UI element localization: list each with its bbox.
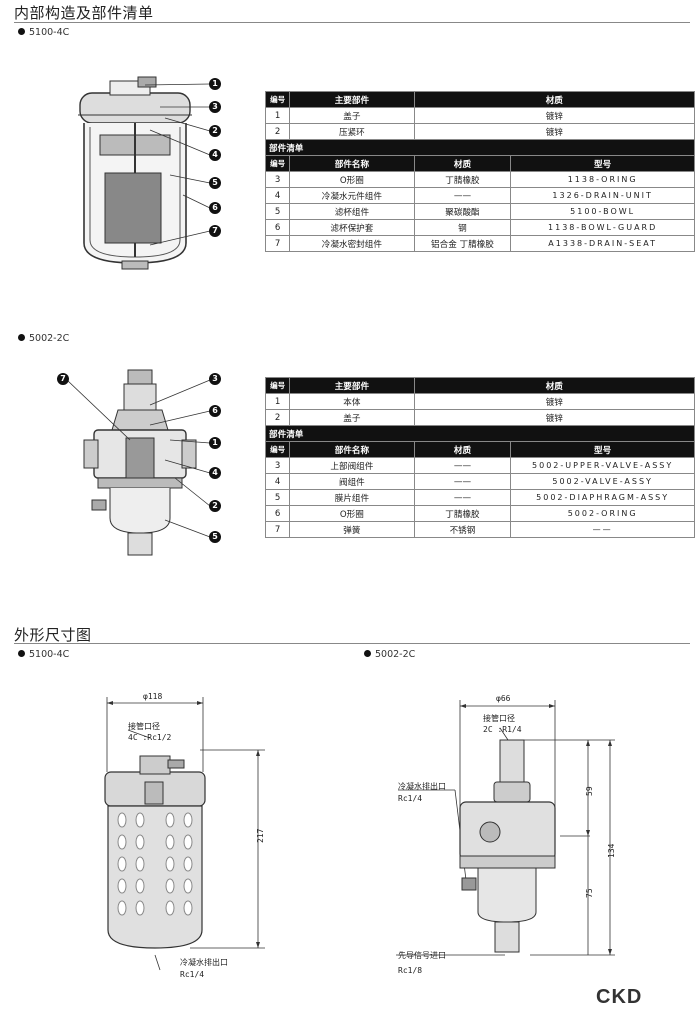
drain-value-a: Rc1/4 — [180, 970, 205, 979]
dim-diameter-a: φ118 — [143, 692, 163, 701]
callout-2: 2 — [209, 500, 221, 512]
port-value-b: 2C :R1/4 — [483, 725, 522, 734]
dim-height-total-b: 134 — [607, 843, 616, 858]
callout-5: 5 — [209, 177, 221, 189]
section-title-dimensions: 外形尺寸图 — [14, 626, 92, 644]
callout-leaders-a — [144, 83, 211, 246]
regulator-cross-section-drawing — [83, 369, 197, 556]
pilot-value-b: Rc1/8 — [398, 966, 423, 975]
model-label-a-dim: 5100-4C — [18, 649, 69, 660]
callout-3: 3 — [209, 101, 221, 113]
callout-7: 7 — [57, 373, 69, 385]
callout-2: 2 — [209, 125, 221, 137]
drain-value-b: Rc1/4 — [398, 794, 423, 803]
col-header-material: 材质 — [413, 91, 696, 108]
callout-4: 4 — [209, 467, 221, 479]
callout-1: 1 — [209, 437, 221, 449]
bullet-icon — [364, 650, 371, 657]
model-label-a: 5100-4C — [18, 27, 69, 38]
callout-6: 6 — [209, 202, 221, 214]
col-header-num: 编号 — [264, 91, 291, 108]
section-divider — [14, 643, 690, 644]
sub-table-title: 部件清单 — [265, 425, 695, 442]
callout-5: 5 — [209, 531, 221, 543]
callout-4: 4 — [209, 149, 221, 161]
dim-diameter-b: φ66 — [496, 694, 511, 703]
section-divider — [14, 22, 690, 23]
filter-cross-section-drawing — [78, 76, 192, 270]
brand-logo: CKD — [596, 986, 643, 1008]
port-label-b: 接管口径 — [483, 714, 515, 723]
drain-label-b: 冷凝水排出口 — [398, 782, 446, 791]
bullet-icon — [18, 28, 25, 35]
port-value-a: 4C :Rc1/2 — [128, 733, 172, 742]
callout-3: 3 — [209, 373, 221, 385]
model-label-b: 5002-2C — [18, 333, 69, 344]
dim-height-lower-b: 75 — [585, 888, 594, 898]
table-row: 1 盖子 镀锌 — [264, 107, 696, 124]
bullet-icon — [18, 334, 25, 341]
bullet-icon — [18, 650, 25, 657]
callout-1: 1 — [209, 78, 221, 90]
model-label-b-dim: 5002-2C — [364, 649, 415, 660]
callout-leaders-b — [67, 379, 211, 538]
callout-7: 7 — [209, 225, 221, 237]
parts-table-b: 编号 主要部件 材质 1 本体 镀锌 2 盖子 镀锌 部件清单 编号 部件名称 … — [264, 377, 696, 538]
section-title-structure: 内部构造及部件清单 — [14, 4, 154, 22]
pilot-label-b: 先导信号进口 — [398, 951, 446, 960]
table-row: 2 盖子 镀锌 — [264, 409, 696, 426]
parts-table-a: 编号 主要部件 材质 1 盖子 镀锌 2 压紧环 镀锌 部件清单 编号 部件名称… — [264, 91, 696, 252]
dim-height-upper-b: 59 — [585, 786, 594, 796]
table-row: 2 压紧环 镀锌 — [264, 123, 696, 140]
drain-label-a: 冷凝水排出口 — [180, 958, 228, 967]
callout-6: 6 — [209, 405, 221, 417]
port-label-a: 接管口径 — [128, 722, 160, 731]
